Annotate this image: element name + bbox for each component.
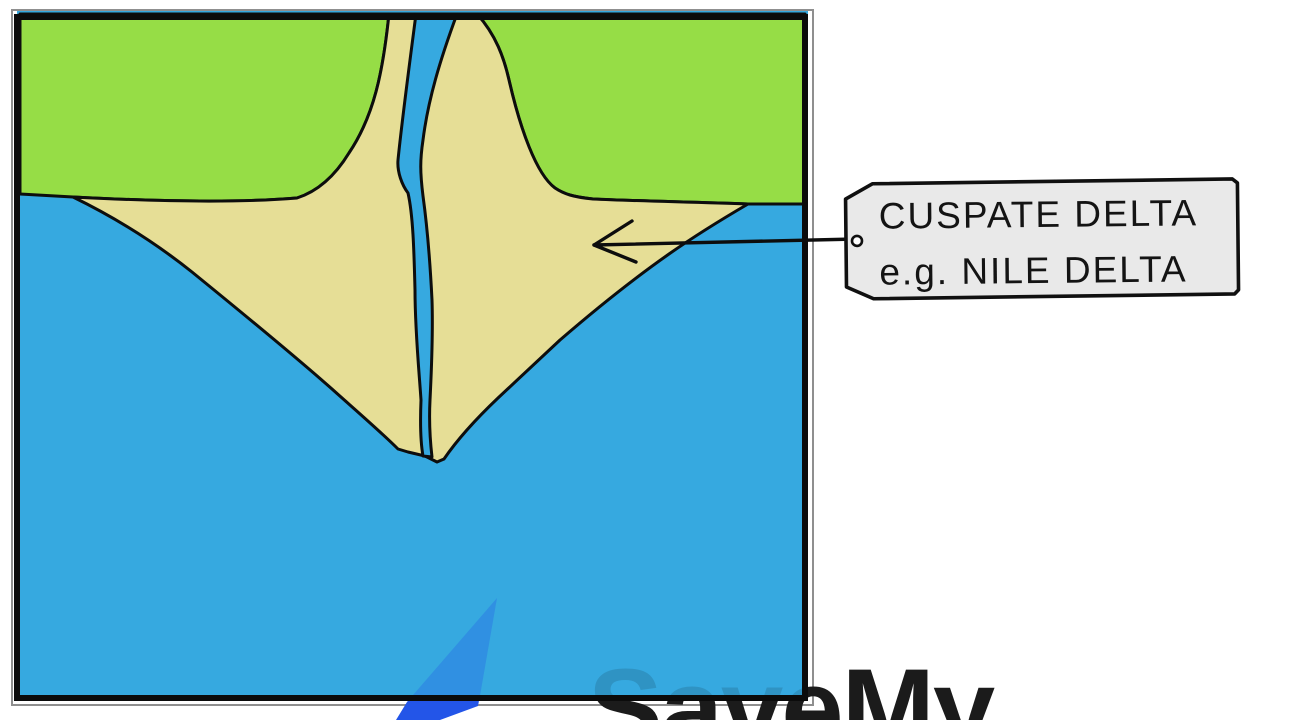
tag-label-line2: e.g. NILE DELTA bbox=[879, 248, 1188, 292]
label-tag-shape bbox=[843, 177, 1241, 301]
watermark-text-faint: SaveMy bbox=[588, 646, 995, 720]
delta-deposit bbox=[71, 12, 750, 464]
watermark-bolt-faint-icon bbox=[413, 598, 497, 695]
delta-map bbox=[17, 11, 808, 699]
tag-hole-icon bbox=[850, 234, 864, 248]
tag-label-line1: CUSPATE DELTA bbox=[879, 192, 1199, 236]
watermark-faint: SaveMy bbox=[413, 598, 995, 720]
label-tag: CUSPATE DELTA e.g. NILE DELTA bbox=[843, 177, 1241, 301]
arrowhead-icon bbox=[592, 219, 638, 264]
pointer-arrow bbox=[592, 219, 858, 264]
frame-border bbox=[14, 14, 808, 701]
pointer-line bbox=[592, 237, 858, 247]
river-channel bbox=[396, 12, 459, 459]
